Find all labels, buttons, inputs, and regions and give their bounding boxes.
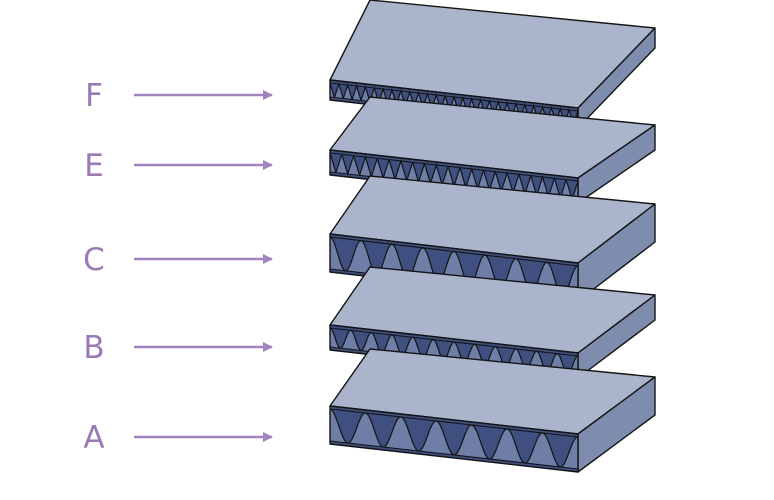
- flute-fill-e: [330, 153, 578, 200]
- top-liner-b: [329, 327, 579, 357]
- top-liner-e: [329, 152, 579, 182]
- board-front-outline-a: [329, 405, 579, 473]
- top-liner-a: [329, 408, 579, 438]
- flute-label-c: C: [83, 242, 105, 278]
- flute-label-b: B: [83, 330, 104, 366]
- top-liner-c: [329, 236, 579, 267]
- flute-label-a: A: [83, 420, 104, 456]
- flute-fill-a: [330, 409, 578, 469]
- top-liner-f: [329, 82, 579, 112]
- flute-label-f: F: [85, 78, 103, 114]
- flute-label-e: E: [84, 148, 104, 184]
- bottom-liner-a: [329, 440, 579, 470]
- board-a: [329, 348, 656, 473]
- flute-labels: FE C B A: [83, 78, 273, 456]
- board-b: [329, 266, 656, 379]
- board-stack: [329, 0, 656, 473]
